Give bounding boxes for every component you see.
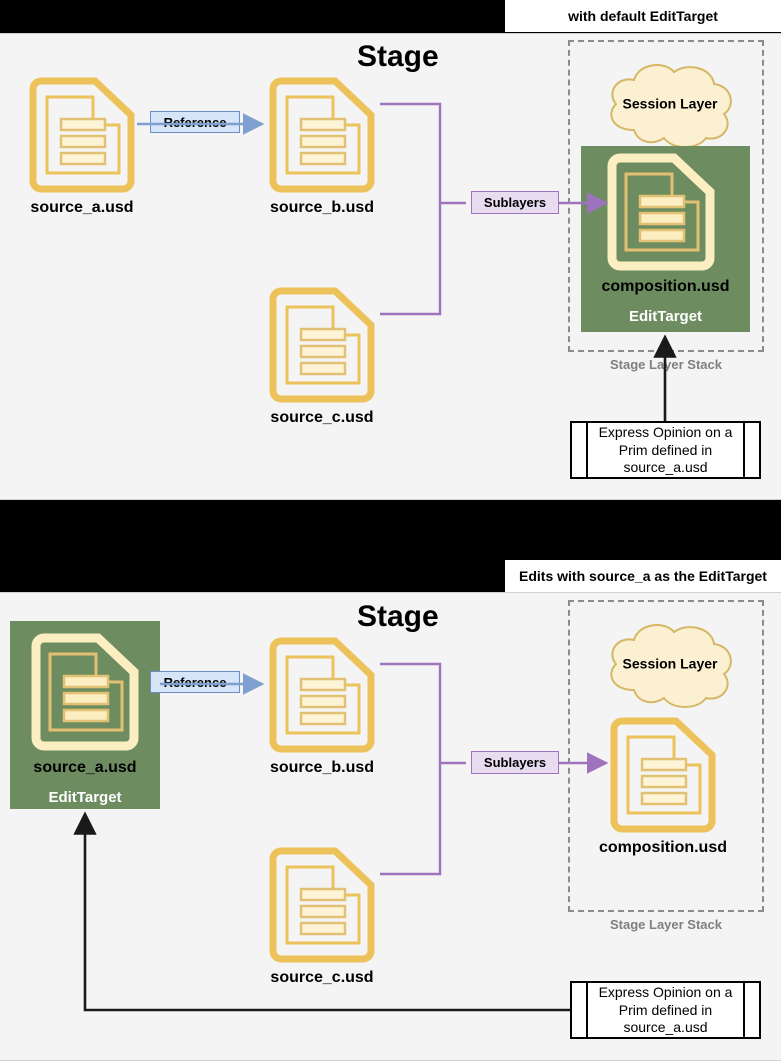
node-label-source-a-1: source_a.usd — [30, 199, 134, 216]
document-icon-source-a-1 — [27, 75, 137, 195]
stage-title-1: Stage — [357, 40, 439, 73]
node-label-source-a-2: source_a.usd — [33, 759, 137, 776]
edit-target-badge-1: EditTarget — [628, 308, 703, 325]
stage-layer-stack-label-2: Stage Layer Stack — [609, 917, 722, 932]
note-text-1: Express Opinion on a Prim defined in sou… — [598, 423, 733, 475]
document-icon-source-a-2 — [30, 632, 140, 752]
session-layer-cloud-1: Session Layer — [598, 58, 742, 150]
node-label-composition-1: composition.usd — [601, 278, 730, 295]
stage-layer-stack-label-1: Stage Layer Stack — [609, 357, 722, 372]
note-express-opinion-2: Express Opinion on a Prim defined in sou… — [570, 981, 761, 1039]
document-icon-composition-2 — [608, 715, 718, 835]
note-left-bar-1 — [586, 423, 588, 477]
session-layer-label-1: Session Layer — [622, 95, 718, 112]
document-icon-source-c-1 — [267, 285, 377, 405]
node-label-composition-2: composition.usd — [599, 839, 727, 856]
document-icon-source-c-2 — [267, 845, 377, 965]
node-label-source-c-1: source_c.usd — [270, 409, 374, 426]
connector-label-sublayers-2: Sublayers — [471, 751, 559, 774]
stage-title-2: Stage — [357, 600, 439, 633]
note-text-2: Express Opinion on a Prim defined in sou… — [598, 983, 733, 1035]
connector-label-reference-2: Reference — [150, 671, 240, 693]
connector-label-sublayers-1: Sublayers — [471, 191, 559, 214]
note-left-bar-2 — [586, 983, 588, 1037]
document-icon-source-b-2 — [267, 635, 377, 755]
note-right-bar-1 — [743, 423, 745, 477]
document-icon-source-b-1 — [267, 75, 377, 195]
document-icon-composition — [606, 152, 716, 272]
edit-target-badge-2: EditTarget — [48, 789, 122, 806]
session-layer-cloud-2: Session Layer — [598, 618, 742, 710]
session-layer-label-2: Session Layer — [622, 655, 718, 672]
caption-default-edit-target: with default EditTarget — [505, 0, 781, 32]
note-express-opinion-1: Express Opinion on a Prim defined in sou… — [570, 421, 761, 479]
node-label-source-c-2: source_c.usd — [270, 969, 374, 986]
connector-label-reference-1: Reference — [150, 111, 240, 133]
node-label-source-b-1: source_b.usd — [269, 199, 375, 216]
note-right-bar-2 — [743, 983, 745, 1037]
stage-layer-stack-box-2 — [568, 600, 764, 912]
node-label-source-b-2: source_b.usd — [269, 759, 375, 776]
caption-source-a-edit-target: Edits with source_a as the EditTarget — [505, 560, 781, 592]
